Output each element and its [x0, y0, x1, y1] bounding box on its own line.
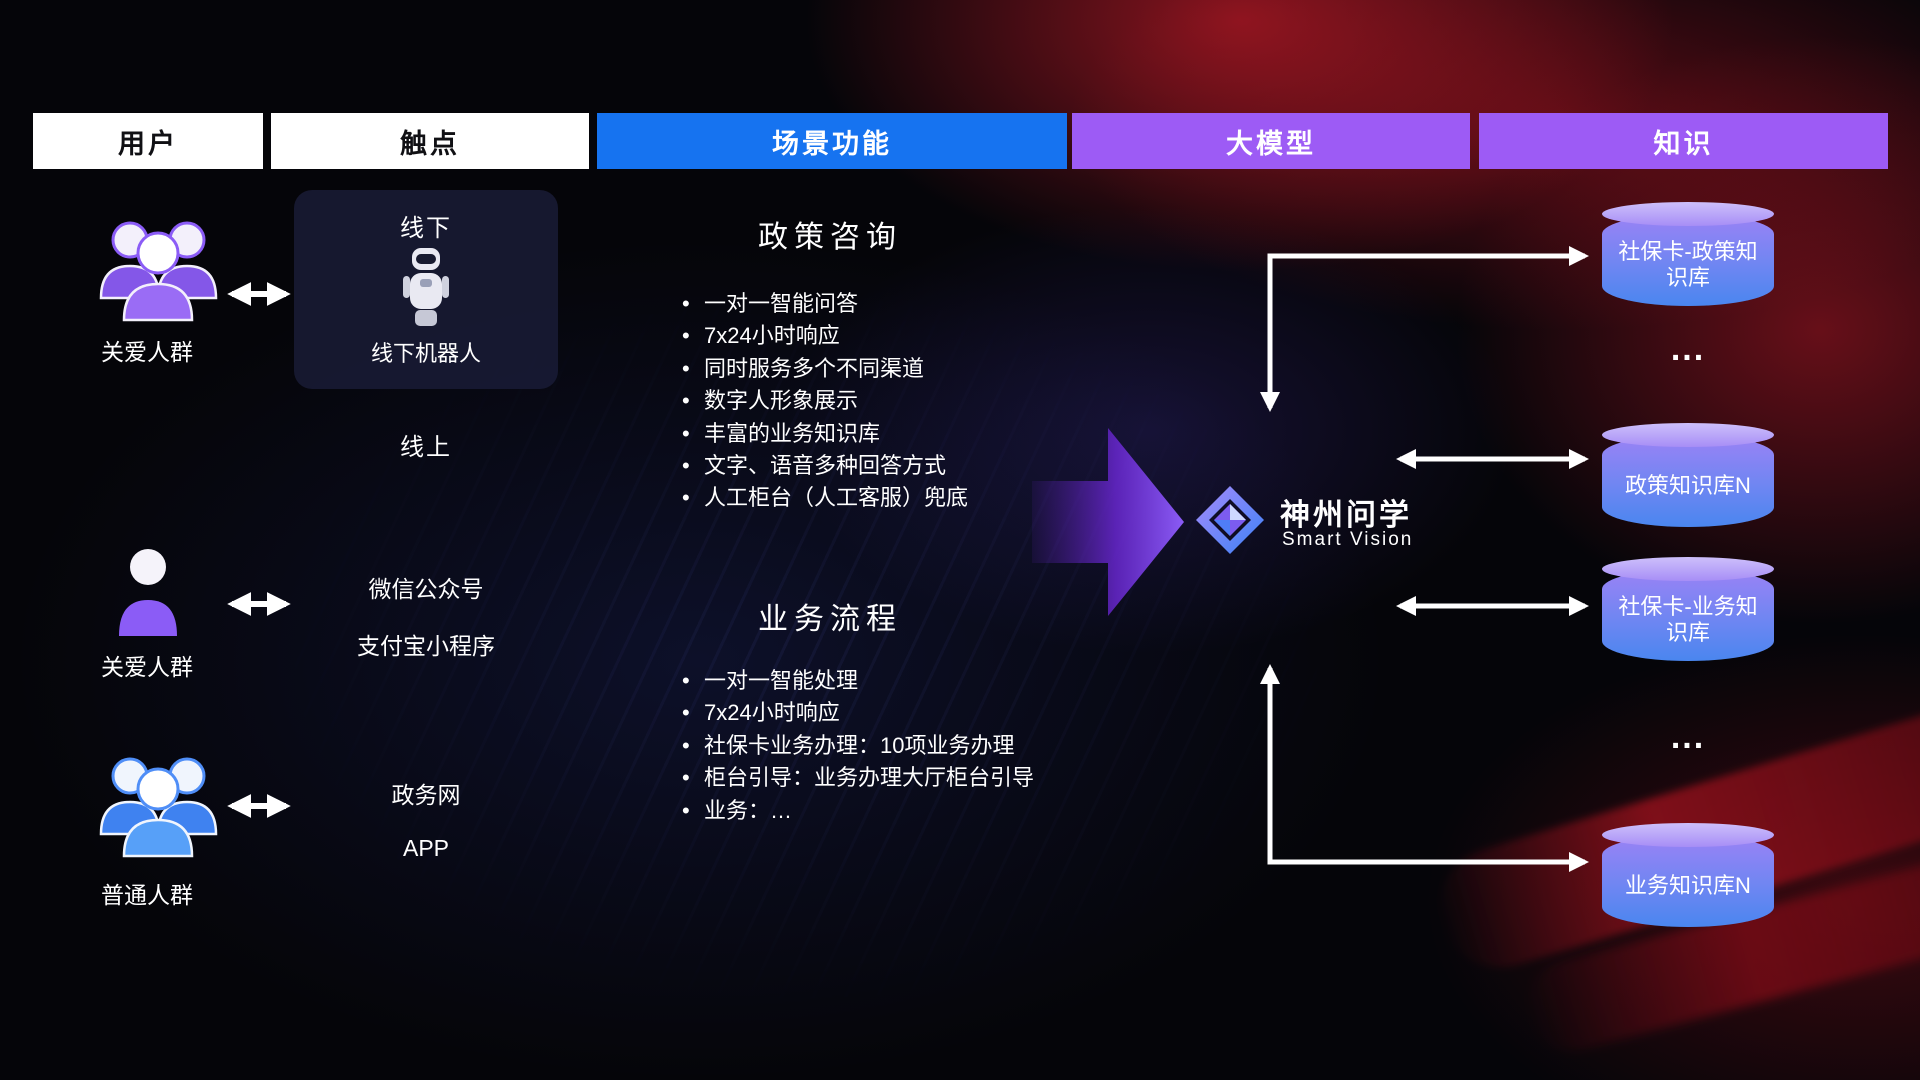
column-header-users: 用户: [33, 113, 263, 169]
database-cylinder: 业务知识库N: [1602, 823, 1774, 927]
knowledge-base-label: 社保卡-政策知识库: [1618, 238, 1758, 290]
channel-wechat: 微信公众号: [368, 576, 484, 602]
list-item: 7x24小时响应: [680, 700, 1034, 727]
offline-device-label: 线下机器人: [370, 341, 481, 366]
database-cylinder: 政策知识库N: [1602, 423, 1774, 527]
column-header-scenarios: 场景功能: [597, 113, 1067, 169]
cylinder-top: [1602, 202, 1774, 226]
list-item: 同时服务多个不同渠道: [680, 356, 968, 383]
cylinder-body: [1602, 435, 1774, 527]
list-item: 一对一智能处理: [680, 668, 1034, 695]
ellipsis-dots: ...: [1670, 330, 1706, 368]
list-item: 人工柜台（人工客服）兜底: [680, 485, 968, 512]
knowledge-base-label: 政策知识库N: [1625, 472, 1751, 498]
column-header-touchpoint: 触点: [271, 113, 589, 169]
channel-gov-web: 政务网: [391, 782, 461, 808]
header-label: 场景功能: [772, 128, 892, 159]
online-mode-label: 线上: [400, 434, 452, 461]
list-item: 文字、语音多种回答方式: [680, 453, 968, 480]
column-header-knowledge: 知识: [1479, 113, 1888, 169]
brand-name: 神州问学: [1280, 499, 1412, 532]
header-label: 大模型: [1226, 128, 1316, 159]
channel-alipay: 支付宝小程序: [357, 633, 495, 659]
header-label: 知识: [1653, 128, 1714, 159]
database-cylinder: 社保卡-业务知识库: [1602, 557, 1774, 661]
cylinder-body: [1602, 214, 1774, 306]
business-feature-list: 一对一智能处理 7x24小时响应 社保卡业务办理：10项业务办理 柜台引导：业务…: [680, 668, 1034, 830]
cylinder-top: [1602, 823, 1774, 847]
user-group-label: 普通人群: [101, 882, 193, 908]
offline-mode-label: 线下: [400, 215, 452, 242]
brand-subtitle: Smart Vision: [1282, 529, 1414, 550]
knowledge-base-label: 业务知识库N: [1625, 872, 1751, 898]
cylinder-body: [1602, 569, 1774, 661]
policy-feature-list: 一对一智能问答 7x24小时响应 同时服务多个不同渠道 数字人形象展示 丰富的业…: [680, 291, 968, 518]
list-item: 7x24小时响应: [680, 323, 968, 350]
header-label: 触点: [400, 128, 460, 159]
list-item: 数字人形象展示: [680, 388, 968, 415]
column-header-model: 大模型: [1072, 113, 1470, 169]
ellipsis-dots: ...: [1670, 718, 1706, 756]
scenario-title-business: 业务流程: [758, 603, 902, 636]
cylinder-top: [1602, 557, 1774, 581]
channel-app: APP: [402, 835, 450, 861]
list-item: 丰富的业务知识库: [680, 421, 968, 448]
list-item: 社保卡业务办理：10项业务办理: [680, 733, 1034, 760]
list-item: 业务：…: [680, 798, 1034, 825]
header-label: 用户: [118, 128, 178, 159]
cylinder-body: [1602, 835, 1774, 927]
list-item: 一对一智能问答: [680, 291, 968, 318]
knowledge-base-label: 社保卡-业务知识库: [1618, 593, 1758, 645]
user-group-label: 关爱人群: [101, 339, 193, 365]
database-cylinder: 社保卡-政策知识库: [1602, 202, 1774, 306]
cylinder-top: [1602, 423, 1774, 447]
list-item: 柜台引导：业务办理大厅柜台引导: [680, 765, 1034, 792]
user-group-label: 关爱人群: [101, 654, 193, 680]
scenario-title-policy: 政策咨询: [758, 221, 902, 254]
